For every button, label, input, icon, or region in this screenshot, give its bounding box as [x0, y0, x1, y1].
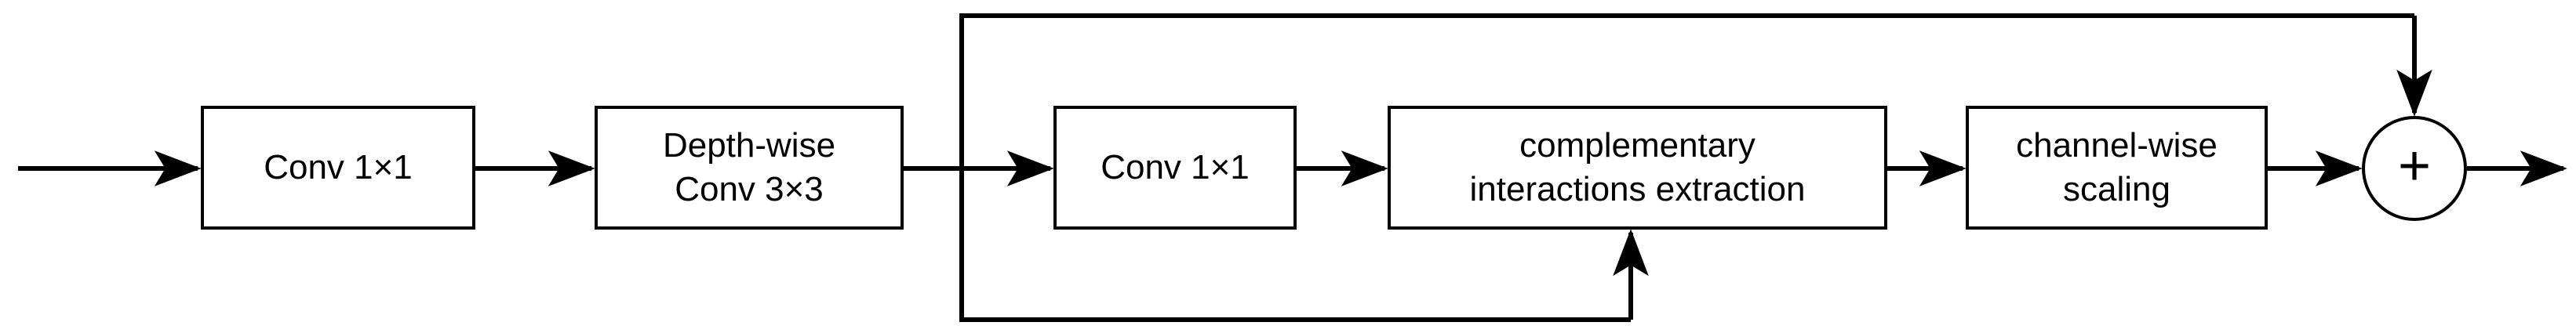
node-channel-wise-scaling[interactable]: channel-wise scaling [1966, 106, 2268, 230]
node-complementary-interactions-extraction-label: complementary interactions extraction [1469, 125, 1806, 208]
node-complementary-interactions-extraction[interactable]: complementary interactions extraction [1388, 106, 1887, 230]
node-conv1x1-b[interactable]: Conv 1×1 [1053, 106, 1297, 230]
node-depthwise-conv3x3[interactable]: Depth-wise Conv 3×3 [595, 106, 904, 230]
node-conv1x1-b-label: Conv 1×1 [1101, 147, 1250, 186]
node-conv1x1-a-label: Conv 1×1 [264, 147, 413, 186]
plus-icon: + [2397, 135, 2432, 197]
node-conv1x1-a[interactable]: Conv 1×1 [201, 106, 475, 230]
node-sum-operator[interactable]: + [2362, 116, 2467, 221]
node-channel-wise-scaling-label: channel-wise scaling [2016, 125, 2218, 208]
node-depthwise-conv3x3-label: Depth-wise Conv 3×3 [662, 125, 836, 208]
